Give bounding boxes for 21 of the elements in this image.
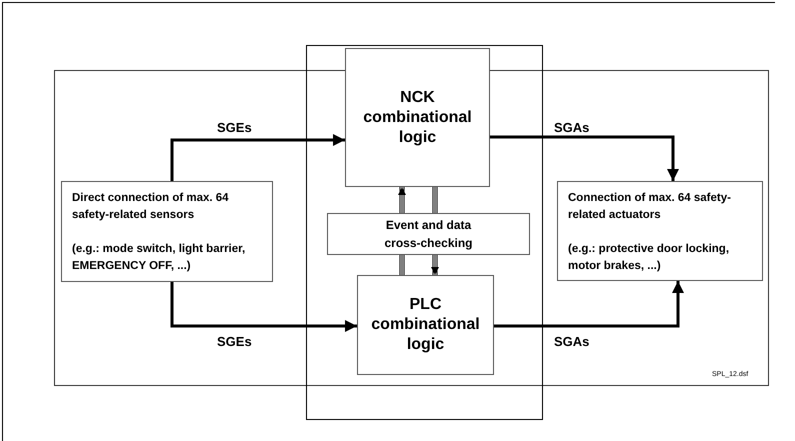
io-box bbox=[557, 181, 763, 281]
edge-label: SGEs bbox=[215, 334, 254, 349]
box-title: Event and data cross-checking bbox=[383, 217, 474, 252]
description-text: Direct connection of max. 64 safety-related sensors bbox=[72, 191, 230, 223]
signal-arrow bbox=[170, 134, 345, 181]
box-title: NCK combinational logic bbox=[362, 88, 473, 148]
container-box bbox=[306, 45, 543, 420]
description-text: (e.g.: protective door locking, motor brakes, ...) bbox=[568, 242, 730, 274]
logic-box bbox=[345, 48, 490, 187]
edge-label: SGAs bbox=[552, 120, 592, 135]
description-text: Connection of max. 64 safety-related actuators bbox=[568, 191, 732, 223]
logic-box bbox=[327, 213, 530, 255]
signal-arrow bbox=[170, 282, 357, 332]
edge-label: SGAs bbox=[552, 334, 592, 349]
description-text: (e.g.: mode switch, light barrier, EMERGENCY OFF, ...) bbox=[72, 242, 246, 274]
logic-box bbox=[357, 275, 494, 375]
box-title: PLC combinational logic bbox=[370, 295, 481, 355]
io-box bbox=[61, 181, 273, 282]
signal-arrow bbox=[494, 281, 684, 328]
signal-arrow bbox=[490, 136, 679, 181]
edge-label: SGEs bbox=[215, 120, 254, 135]
